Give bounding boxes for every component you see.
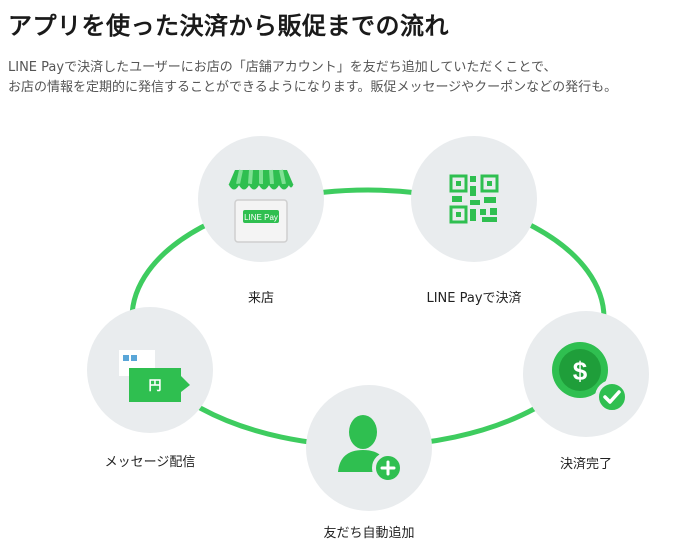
step-label-pay: LINE Payで決済 [426, 291, 522, 306]
step-label-message: メッセージ配信 [104, 455, 196, 470]
message-yen-icon: 円 [119, 350, 190, 402]
step-circle-friend [306, 385, 432, 511]
storefront-icon: LINE Pay [228, 169, 294, 243]
step-circle-pay [411, 136, 537, 262]
coin-symbol: $ [573, 356, 588, 386]
message-symbol: 円 [148, 379, 161, 394]
description-line-1: LINE Payで決済したユーザーにお店の「店舗アカウント」を友だち追加していた… [8, 60, 557, 75]
description-line-2: お店の情報を定期的に発信することができるようになります。販促メッセージやクーポン… [8, 80, 618, 95]
add-friend-icon [338, 415, 404, 484]
step-label-visit: 来店 [247, 291, 275, 306]
store-sign-text: LINE Pay [244, 213, 278, 222]
qr-code-icon [449, 174, 499, 224]
page-title: アプリを使った決済から販促までの流れ [8, 12, 449, 40]
step-label-friend: 友だち自動追加 [323, 526, 415, 541]
step-label-complete: 決済完了 [559, 457, 613, 472]
description: LINE Payで決済したユーザーにお店の「店舗アカウント」を友だち追加していた… [8, 58, 617, 98]
coin-check-icon: $ [552, 342, 629, 414]
step-circle-visit [198, 136, 324, 262]
